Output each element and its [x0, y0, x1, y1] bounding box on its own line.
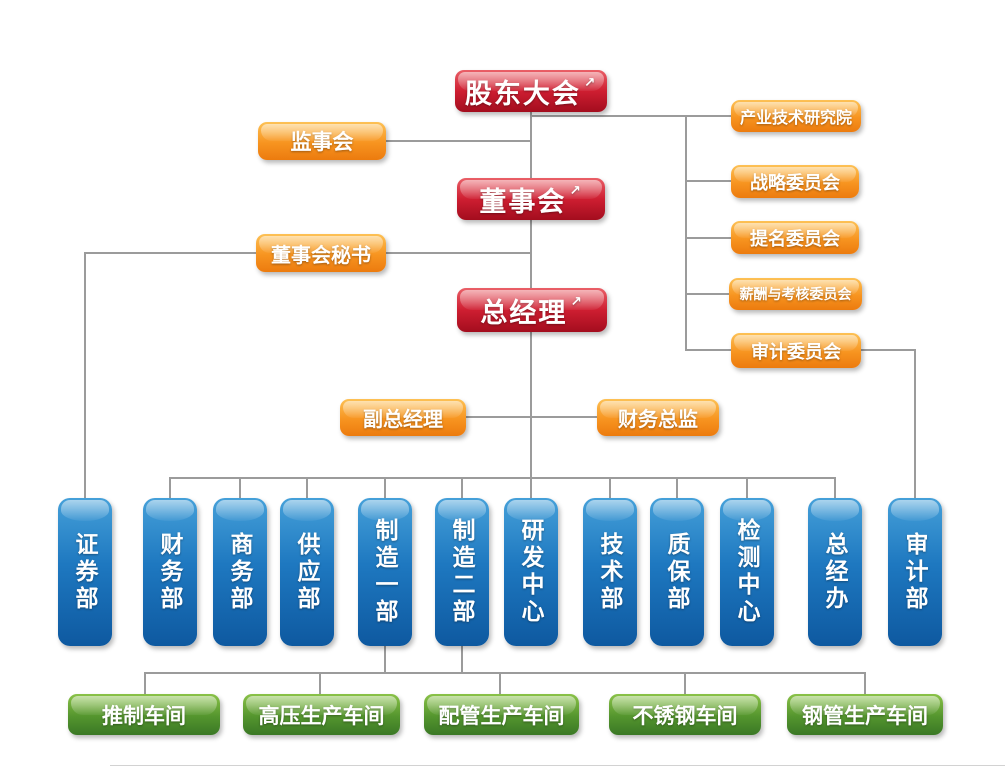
- node-label: 财务部: [157, 531, 183, 613]
- connector-line: [461, 645, 463, 673]
- node-dept-technology: 技术部: [583, 498, 637, 646]
- node-label: 检测中心: [734, 518, 760, 626]
- connector-line: [144, 672, 866, 674]
- node-committee-research-institute: 产业技术研究院: [731, 100, 861, 132]
- node-general-manager: 总经理 ↗: [457, 288, 607, 332]
- bottom-border-line: [110, 765, 1005, 766]
- node-label: 配管生产车间: [438, 704, 565, 728]
- cursor-arrow-icon: ↗: [569, 183, 583, 198]
- connector-line: [306, 477, 308, 500]
- node-label: 研发中心: [518, 518, 544, 626]
- node-label: 战略委员会: [750, 172, 840, 193]
- node-workshop-high-pressure: 高压生产车间: [243, 694, 400, 735]
- node-dept-manufacturing-2: 制造二部: [435, 498, 489, 646]
- node-committee-strategy: 战略委员会: [731, 165, 859, 198]
- connector-line: [169, 477, 171, 500]
- node-supervisory-board: 监事会: [258, 122, 386, 160]
- connector-line: [531, 115, 731, 117]
- node-dept-quality-assurance: 质保部: [650, 498, 704, 646]
- connector-line: [686, 180, 732, 182]
- connector-line: [530, 332, 532, 478]
- node-label: 董事会秘书: [271, 244, 371, 267]
- node-label: 高压生产车间: [258, 704, 385, 728]
- cursor-arrow-icon: ↗: [570, 294, 584, 309]
- node-dept-securities: 证券部: [58, 498, 112, 646]
- connector-line: [746, 477, 748, 500]
- node-label: 推制车间: [102, 704, 186, 728]
- connector-line: [530, 477, 532, 500]
- connector-line: [530, 112, 532, 178]
- node-label: 财务总监: [618, 409, 698, 431]
- node-label: 质保部: [664, 531, 690, 613]
- connector-line: [461, 477, 463, 500]
- node-label: 总经办: [822, 531, 848, 613]
- node-label: 钢管生产车间: [802, 704, 928, 728]
- connector-line: [686, 349, 732, 351]
- node-finance-director: 财务总监: [597, 399, 719, 436]
- node-board-secretary: 董事会秘书: [256, 234, 386, 272]
- node-committee-audit: 审计委员会: [731, 333, 861, 368]
- node-board-of-directors: 董事会 ↗: [457, 178, 605, 220]
- node-dept-manufacturing-1: 制造一部: [358, 498, 412, 646]
- node-dept-commerce: 商务部: [213, 498, 267, 646]
- node-label: 制造一部: [372, 518, 398, 626]
- connector-line: [684, 672, 686, 695]
- node-workshop-pushing: 推制车间: [68, 694, 220, 735]
- node-shareholders-meeting: 股东大会 ↗: [455, 70, 607, 112]
- node-label: 股东大会: [464, 78, 581, 109]
- node-label: 董事会: [479, 186, 567, 217]
- connector-line: [466, 416, 597, 418]
- connector-line: [860, 349, 916, 351]
- connector-line: [384, 140, 531, 142]
- connector-line: [686, 237, 732, 239]
- node-workshop-stainless-steel: 不锈钢车间: [609, 694, 761, 735]
- node-label: 审计委员会: [751, 341, 841, 362]
- node-committee-compensation: 薪酬与考核委员会: [729, 278, 862, 310]
- connector-line: [864, 672, 866, 695]
- connector-line: [834, 477, 836, 500]
- connector-line: [239, 477, 241, 500]
- connector-line: [384, 477, 386, 500]
- node-label: 商务部: [227, 531, 253, 613]
- node-workshop-steel-pipe: 钢管生产车间: [787, 694, 943, 735]
- node-dept-finance: 财务部: [143, 498, 197, 646]
- connector-line: [84, 253, 86, 500]
- connector-line: [686, 293, 730, 295]
- connector-line: [676, 477, 678, 500]
- node-committee-nomination: 提名委员会: [731, 221, 859, 254]
- node-dept-testing-center: 检测中心: [720, 498, 774, 646]
- node-dept-supply: 供应部: [280, 498, 334, 646]
- connector-line: [384, 645, 386, 673]
- node-label: 薪酬与考核委员会: [739, 286, 852, 302]
- node-label: 技术部: [597, 531, 623, 613]
- node-dept-rd-center: 研发中心: [504, 498, 558, 646]
- connector-line: [914, 349, 916, 500]
- node-label: 不锈钢车间: [632, 704, 738, 728]
- connector-line: [144, 672, 146, 695]
- node-dept-audit: 审计部: [888, 498, 942, 646]
- node-label: 产业技术研究院: [739, 110, 852, 127]
- node-label: 制造二部: [449, 518, 475, 626]
- node-label: 证券部: [72, 531, 98, 613]
- connector-line: [685, 115, 687, 351]
- cursor-arrow-icon: ↗: [583, 75, 598, 90]
- node-label: 副总经理: [363, 409, 443, 431]
- connector-line: [530, 220, 532, 288]
- node-dept-gm-office: 总经办: [808, 498, 862, 646]
- connector-line: [499, 672, 501, 695]
- node-label: 提名委员会: [750, 228, 840, 249]
- connector-line: [609, 477, 611, 500]
- node-workshop-piping: 配管生产车间: [424, 694, 579, 735]
- connector-line: [169, 477, 836, 479]
- node-label: 审计部: [902, 531, 928, 613]
- connector-line: [319, 672, 321, 695]
- node-label: 供应部: [294, 531, 320, 613]
- node-label: 监事会: [290, 131, 354, 154]
- node-label: 总经理: [480, 297, 568, 328]
- node-deputy-general-manager: 副总经理: [340, 399, 466, 436]
